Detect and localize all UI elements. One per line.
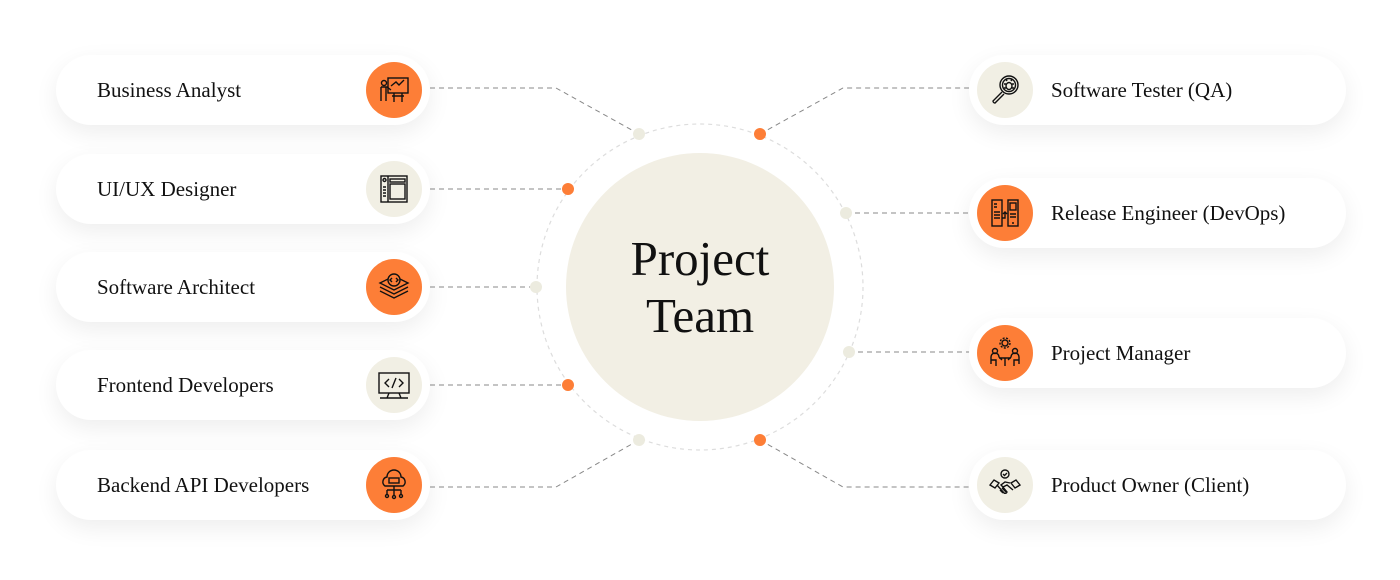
role-card-release-engineer[interactable]: Release Engineer (DevOps) [969,178,1346,248]
role-label: Software Architect [97,274,256,299]
code-layers-icon [366,259,422,315]
role-card-project-manager[interactable]: Project Manager [969,318,1346,388]
connector-business-analyst [430,87,640,135]
connector-product-owner [759,439,970,488]
ring-dot [633,128,645,140]
role-label: Release Engineer (DevOps) [1051,200,1286,225]
api-cloud-icon [366,457,422,513]
team-meeting-gear-icon [977,325,1033,381]
ring-dot [840,207,852,219]
monitor-code-icon [366,357,422,413]
role-card-business-analyst[interactable]: Business Analyst [56,55,430,125]
role-card-software-tester[interactable]: Software Tester (QA) [969,55,1346,125]
server-deploy-icon [977,185,1033,241]
connector-software-tester [759,87,970,135]
bug-magnifier-icon [977,62,1033,118]
role-label: UI/UX Designer [97,176,237,201]
role-card-frontend-developers[interactable]: Frontend Developers [56,350,430,420]
role-label: Backend API Developers [97,472,310,497]
ring-dot [562,183,574,195]
role-card-uiux-designer[interactable]: UI/UX Designer [56,154,430,224]
center-title-line1: Project [630,231,770,286]
role-label: Product Owner (Client) [1051,472,1250,497]
presentation-chart-icon [366,62,422,118]
role-label: Business Analyst [97,77,242,102]
handshake-icon [977,457,1033,513]
outer-dashed-ring [536,123,864,451]
role-card-product-owner[interactable]: Product Owner (Client) [969,450,1346,520]
role-card-software-architect[interactable]: Software Architect [56,252,430,322]
ring-dot [530,281,542,293]
connector-backend-developers [430,439,640,488]
ring-dot [843,346,855,358]
role-label: Project Manager [1051,340,1191,365]
ring-dot [754,128,766,140]
role-label: Software Tester (QA) [1051,77,1233,102]
project-team-hub: Project Team [566,153,834,421]
ring-dot [633,434,645,446]
role-label: Frontend Developers [97,372,274,397]
ring-dot [562,379,574,391]
layout-wireframe-icon [366,161,422,217]
ring-dot [754,434,766,446]
center-title-line2: Team [645,288,755,343]
role-card-backend-developers[interactable]: Backend API Developers [56,450,430,520]
